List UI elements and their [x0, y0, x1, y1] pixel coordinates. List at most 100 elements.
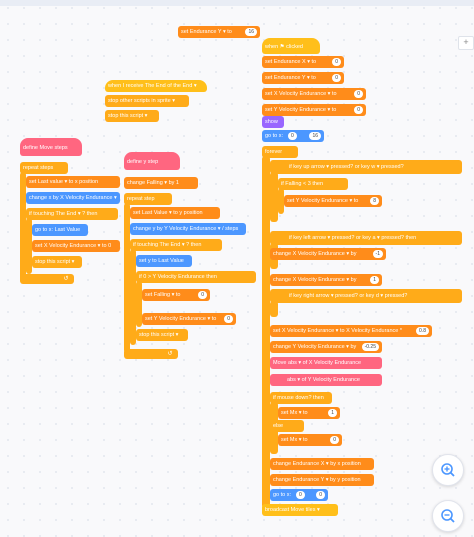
block-label: else — [273, 423, 284, 429]
set-x-velocity-damp-block[interactable]: set X Velocity Endurance ▾ to X Velocity… — [270, 325, 432, 337]
value-slot[interactable]: 16 — [245, 28, 257, 36]
block-label: set Mx ▾ to — [281, 410, 308, 416]
block-label: stop this script ▾ — [108, 113, 148, 119]
block-label: set y to Last Value — [139, 258, 184, 264]
change-x-velocity-left-block[interactable]: change X Velocity Endurance ▾ by -1 — [270, 248, 386, 260]
block-label: if mouse down? then — [273, 395, 324, 401]
value-slot[interactable]: 0 — [354, 90, 363, 98]
block-label: set Y Velocity Endurance ▾ to — [265, 107, 337, 113]
go-to-origin-block[interactable]: go to x: 0 0 — [270, 489, 328, 501]
block-label: if touching The End ▾ ? then — [29, 211, 98, 217]
block-label: change y by Y Velocity Endurance ▾ / ste… — [133, 226, 239, 232]
block-label: repeat steps — [23, 165, 54, 171]
set-y-velocity-main-block[interactable]: set Y Velocity Endurance ▾ to 0 — [262, 104, 366, 116]
set-endurance-x-block[interactable]: set Endurance X ▾ to 0 — [262, 56, 344, 68]
value-slot[interactable]: 1 — [328, 409, 337, 417]
change-y-velocity-gravity-block[interactable]: change Y Velocity Endurance ▾ by -0.25 — [270, 341, 382, 353]
y-slot[interactable]: 0 — [316, 491, 325, 499]
change-y-block[interactable]: change y by Y Velocity Endurance ▾ / ste… — [130, 223, 246, 235]
step-call-block[interactable]: abs ▾ of Y Velocity Endurance — [270, 374, 382, 386]
set-falling-zero-block[interactable]: set Falling ▾ to 0 — [142, 289, 210, 301]
set-y-velocity-jump-block[interactable]: set Y Velocity Endurance ▾ to 8 — [284, 195, 382, 207]
block-label: set X Velocity Endurance ▾ to — [265, 91, 337, 97]
set-x-velocity-zero-block[interactable]: set X Velocity Endurance ▾ to 0 — [32, 240, 120, 252]
value-slot[interactable]: 0 — [332, 74, 341, 82]
set-last-value-y-block[interactable]: set Last Value ▾ to y position — [130, 207, 220, 219]
change-x-block[interactable]: change x by X Velocity Endurance ▾ — [26, 192, 120, 204]
value-slot[interactable]: 1 — [370, 276, 379, 284]
block-label: if key up arrow ▾ pressed? or key w ▾ pr… — [289, 164, 404, 170]
change-x-velocity-right-block[interactable]: change X Velocity Endurance ▾ by 1 — [270, 274, 382, 286]
broadcast-move-tiles-block[interactable]: broadcast Move tiles ▾ — [262, 504, 338, 516]
value-slot[interactable]: 0 — [354, 106, 363, 114]
if-touching-step-block[interactable]: if touching The End ▾ ? then — [130, 239, 222, 251]
value-slot[interactable]: 8 — [370, 197, 379, 205]
stop-this-script-block[interactable]: stop this script ▾ — [105, 110, 159, 122]
value-slot[interactable]: 0 — [332, 58, 341, 66]
value-slot[interactable]: 0 — [224, 315, 233, 323]
if-gt-arm — [136, 281, 142, 327]
go-to-xy-block[interactable]: go to x: 0 16 — [262, 130, 324, 142]
block-label: go to x: — [273, 492, 292, 498]
value-slot[interactable]: 0 — [198, 291, 207, 299]
block-label: set Endurance Y ▾ to — [181, 29, 232, 35]
block-label: set Last value ▾ to x position — [29, 179, 99, 185]
stop-this-script-step-block[interactable]: stop this script ▾ — [136, 329, 188, 341]
change-endurance-x-block[interactable]: change Endurance X ▾ by x position — [270, 458, 374, 470]
value-slot[interactable]: -1 — [372, 250, 383, 258]
set-endurance-y-main-block[interactable]: set Endurance Y ▾ to 0 — [262, 72, 344, 84]
y-slot[interactable]: 16 — [309, 132, 321, 140]
value-slot[interactable]: 0.8 — [416, 327, 429, 335]
block-label: change X Velocity Endurance ▾ by — [273, 277, 357, 283]
set-last-value-block[interactable]: set Last value ▾ to x position — [26, 176, 120, 188]
canvas-top-edge — [0, 0, 474, 6]
set-mx-one-block[interactable]: set Mx ▾ to 1 — [278, 407, 340, 419]
value-slot[interactable]: -0.25 — [361, 343, 379, 351]
go-to-last-value-block[interactable]: go to x: Last Value — [32, 224, 88, 236]
forever-block[interactable]: forever — [262, 146, 298, 158]
when-i-receive-hat[interactable]: when I receive The End of the End ▾ — [105, 80, 207, 92]
if-mouse-down-block[interactable]: if mouse down? then — [270, 392, 332, 404]
value-slot[interactable]: 0 — [330, 436, 339, 444]
block-label: broadcast Move tiles ▾ — [265, 507, 320, 513]
x-slot[interactable]: 0 — [296, 491, 305, 499]
set-endurance-y-block[interactable]: set Endurance Y ▾ to 16 — [178, 26, 260, 38]
stop-this-script-move-block[interactable]: stop this script ▾ — [32, 256, 82, 268]
block-label: go to x: — [265, 133, 284, 139]
block-label: set Mx ▾ to — [281, 437, 308, 443]
x-slot[interactable]: 0 — [288, 132, 297, 140]
set-y-last-value-block[interactable]: set y to Last Value — [136, 255, 192, 267]
set-x-velocity-main-block[interactable]: set X Velocity Endurance ▾ to 0 — [262, 88, 366, 100]
add-sprite-tab[interactable]: + — [458, 36, 474, 50]
move-call-block[interactable]: Move abs ▾ of X Velocity Endurance — [270, 357, 382, 369]
define-move-hat[interactable]: define Move steps — [20, 138, 82, 156]
block-label: set Endurance X ▾ to — [265, 59, 317, 65]
zoom-in-button[interactable] — [432, 454, 464, 486]
block-label: set X Velocity Endurance ▾ to 0 — [35, 243, 112, 249]
if-arm — [26, 218, 32, 274]
if-falling-block[interactable]: if Falling < 3 then — [278, 178, 348, 190]
set-y-velocity-zero-block[interactable]: set Y Velocity Endurance ▾ to 0 — [142, 313, 236, 325]
if-up-pressed-block[interactable]: if key up arrow ▾ pressed? or key w ▾ pr… — [270, 160, 462, 174]
block-label: stop this script ▾ — [139, 332, 179, 338]
repeat-steps-block[interactable]: repeat steps — [20, 162, 68, 174]
stop-other-scripts-block[interactable]: stop other scripts in sprite ▾ — [105, 95, 189, 107]
change-falling-block[interactable]: change Falling ▾ by 1 — [124, 177, 198, 189]
when-flag-clicked-hat[interactable]: when ⚑ clicked — [262, 38, 320, 54]
if-right-arm — [270, 301, 278, 317]
if-greater-block[interactable]: if 0 > Y Velocity Endurance then — [136, 271, 256, 283]
if-touching-end-block[interactable]: if touching The End ▾ ? then — [26, 208, 118, 220]
zoom-out-button[interactable] — [432, 500, 464, 532]
change-endurance-y-block[interactable]: change Endurance Y ▾ by y position — [270, 474, 374, 486]
block-label: change x by X Velocity Endurance ▾ — [29, 195, 117, 201]
show-block[interactable]: show — [262, 116, 284, 128]
repeat-step-block[interactable]: repeat step — [124, 193, 172, 205]
block-label: define y step — [127, 159, 159, 165]
set-mx-zero-block[interactable]: set Mx ▾ to 0 — [278, 434, 342, 446]
block-label: if key right arrow ▾ pressed? or key d ▾… — [289, 293, 408, 299]
repeat-footer-step: ↺ — [124, 349, 178, 359]
if-left-pressed-block[interactable]: if key left arrow ▾ pressed? or key a ▾ … — [270, 231, 462, 245]
define-step-hat[interactable]: define y step — [124, 152, 180, 170]
if-right-pressed-block[interactable]: if key right arrow ▾ pressed? or key d ▾… — [270, 289, 462, 303]
